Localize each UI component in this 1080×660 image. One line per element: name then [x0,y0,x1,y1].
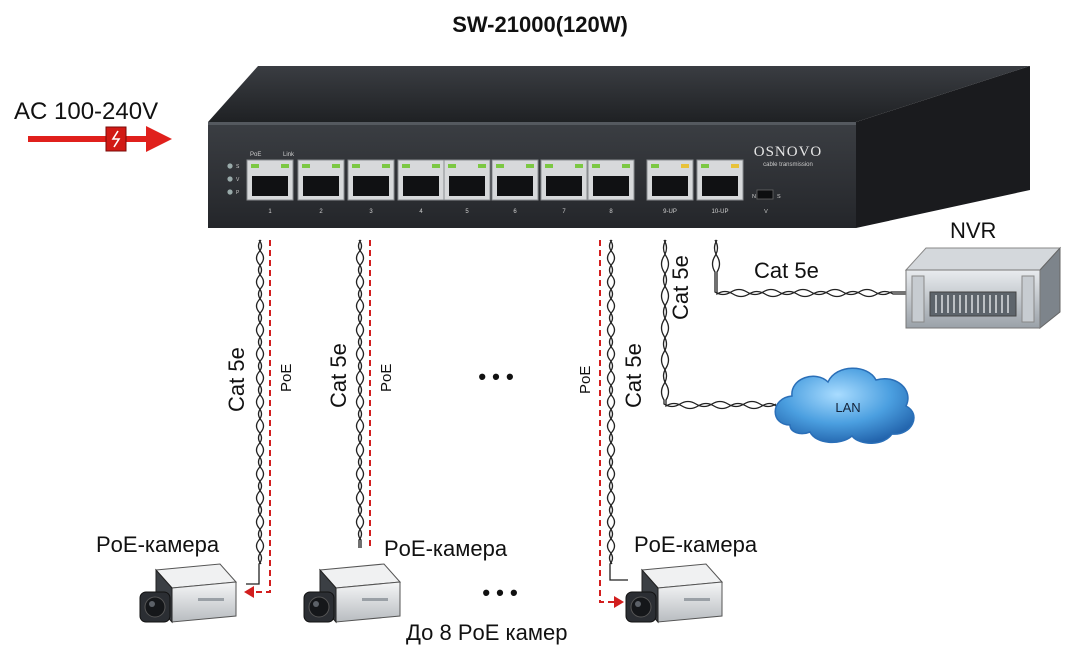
nvr-device [904,246,1062,330]
power-input-label: AC 100-240V [14,98,159,125]
switch-device: OSNOVO cable transmission PoE Link S V P [208,66,1030,228]
cable-port-2 [355,239,365,548]
cable-label: Cat 5e [326,343,351,408]
footer-note: До 8 PoE камер [406,620,568,645]
switch-brand: OSNOVO [754,144,823,160]
port-number: 8 [609,209,613,215]
status-led-label: P [236,190,240,196]
port-number: 2 [319,209,323,215]
port-number: 1 [268,209,272,215]
rj45-port [347,159,395,201]
cable-uplink-lan [660,239,777,410]
status-led-label: S [236,164,240,170]
mode-switch-label: S [777,194,781,200]
port-number: 6 [513,209,517,215]
cameras-ellipsis: • • • [482,580,517,605]
uplink-port [696,159,744,201]
status-led-label: V [236,177,240,183]
camera-icon [625,563,724,624]
mode-switch: N S V [752,189,781,215]
poe-line-8 [599,240,624,608]
rj45-port [587,159,635,201]
nvr-cable-label: Cat 5e [754,258,819,283]
poe-label: PoE [378,364,395,392]
camera-label-2: PoE-камера [384,536,508,561]
cable-label: Cat 5e [668,255,693,320]
port-number: 3 [369,209,373,215]
rj45-port [491,159,539,201]
cable-label: Cat 5e [224,347,249,412]
camera-icon [303,563,402,624]
power-arrow [28,126,172,152]
status-leds: S V P [227,163,240,196]
led-header-poe: PoE [250,152,261,158]
lan-label: LAN [835,400,860,415]
cable-uplink-nvr [711,239,906,298]
led-header-link: Link [283,152,295,158]
mode-switch-label: V [764,209,768,215]
diagram-title: SW-21000(120W) [452,12,628,37]
uplink-port [646,159,694,201]
uplink-port-label: 9-UP [663,209,677,215]
cable-label: Cat 5e [621,343,646,408]
lan-cloud: LAN [774,367,915,444]
camera-label-1: PoE-камера [96,532,220,557]
poe-label: PoE [278,364,295,392]
camera-label-3: PoE-камера [634,532,758,557]
camera-icon [139,563,238,624]
rj45-port [297,159,345,201]
poe-label: PoE [577,366,594,394]
port-number: 4 [419,209,423,215]
switch-tagline: cable transmission [763,162,813,168]
rj45-port [397,159,445,201]
uplink-port-label: 10-UP [711,209,728,215]
port-number: 7 [562,209,566,215]
mode-switch-label: N [752,194,756,200]
cable-port-1 [246,239,265,585]
ports-ellipsis: • • • [478,364,513,389]
cable-port-8 [606,239,628,581]
port-number: 5 [465,209,469,215]
nvr-label: NVR [950,218,997,243]
rj45-port [443,159,491,201]
rj45-port [540,159,588,201]
rj45-port [246,159,294,201]
poe-line-1 [244,240,271,598]
